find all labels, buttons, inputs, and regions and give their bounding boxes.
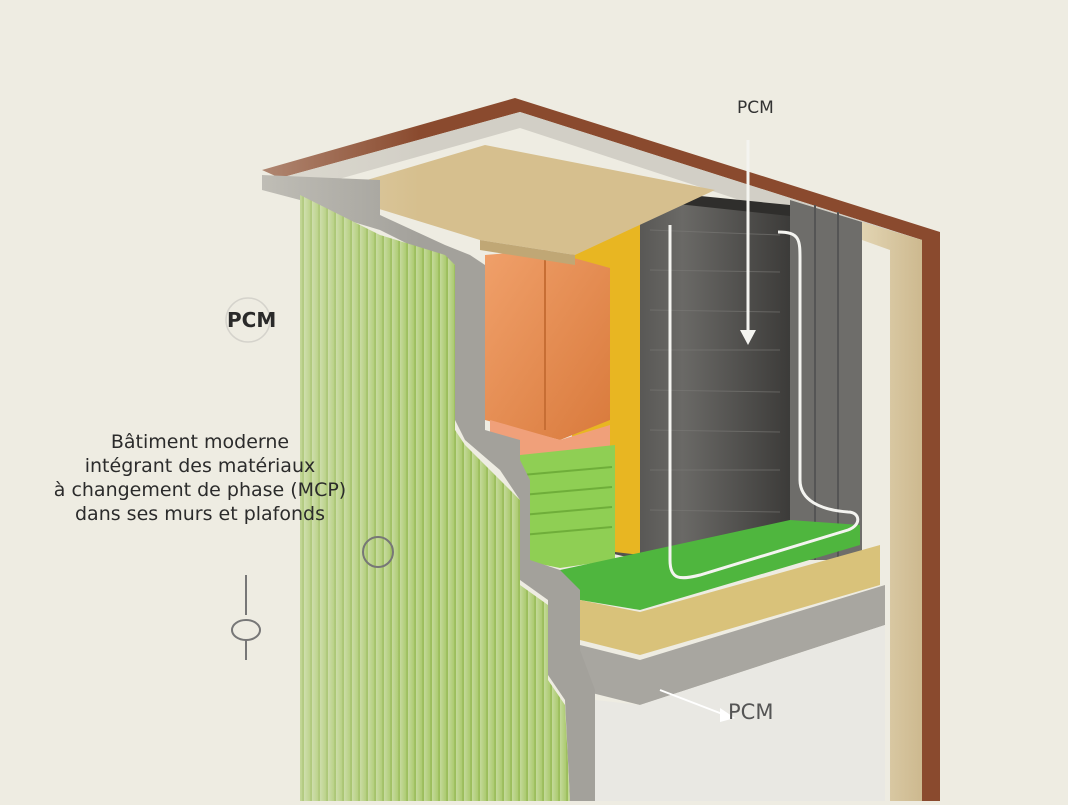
top-arrow-label: PCM <box>737 98 774 118</box>
pcm-badge-icon <box>225 297 271 343</box>
gray-columns <box>790 200 862 560</box>
concrete-slab <box>580 585 885 705</box>
caption-line-2: intégrant des matériaux <box>84 455 316 477</box>
green-layers <box>520 445 615 568</box>
bottom-arrow-label: PCM <box>728 700 774 724</box>
pcm-label: PCM <box>227 308 277 332</box>
top-insulation-board <box>350 145 715 255</box>
caption-line-4: dans ses murs et plafonds <box>75 503 325 525</box>
pin-icon <box>231 575 261 660</box>
left-fade <box>0 0 420 801</box>
caption-line-3: à changement de phase (MCP) <box>53 479 347 501</box>
orange-pcm-block <box>485 250 610 440</box>
circle-icon <box>362 536 394 568</box>
mineral-wool-slab <box>580 545 880 655</box>
caption-line-1: Bâtiment moderne <box>110 431 290 453</box>
plaster-column <box>862 222 922 801</box>
caption: Bâtiment moderne intégrant des matériaux… <box>40 430 360 526</box>
green-floor-layer <box>560 520 860 610</box>
curved-arrow-icon <box>668 225 860 580</box>
top-frame <box>280 112 922 240</box>
lower-wall <box>595 625 885 801</box>
concrete-stepped-wall <box>262 175 595 801</box>
